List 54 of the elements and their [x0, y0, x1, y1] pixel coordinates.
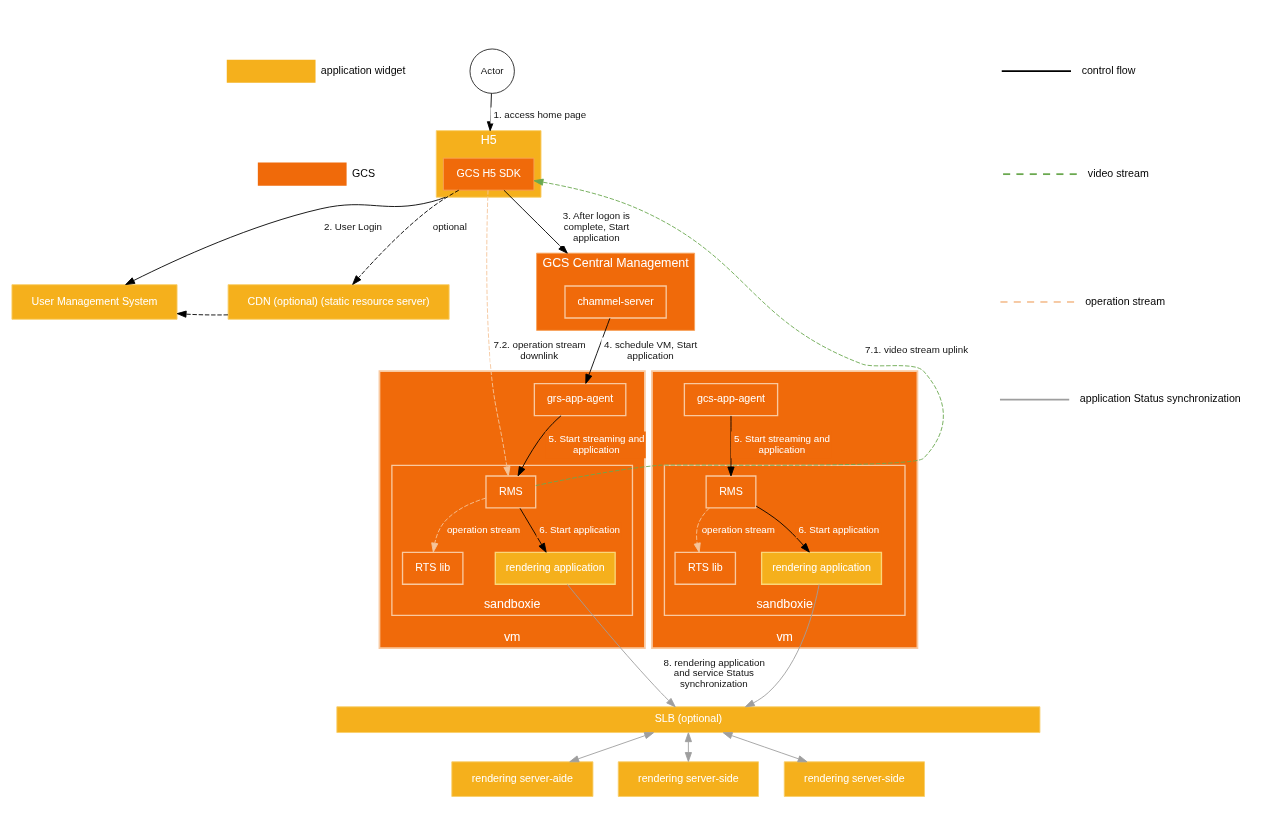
node-box: gcs-app-agent [683, 382, 779, 416]
node-box: User Management System [11, 283, 178, 320]
edge-label: 6. Start application [539, 523, 621, 535]
node-box: CDN (optional) (static resource server) [227, 283, 450, 320]
arrow [567, 583, 676, 707]
edge-label: 6. Start application [798, 523, 880, 535]
edge-label: operation stream [446, 523, 521, 535]
arrow [744, 583, 820, 707]
arrow [727, 414, 735, 476]
node-box: rendering server-side [783, 760, 925, 797]
node-box: GCS H5 SDK [442, 157, 535, 191]
arrow [585, 317, 611, 384]
edge-label: 3. After logon is complete, Start application [562, 209, 630, 243]
node-box: SLB (optional) [336, 705, 1041, 733]
edge-label: 2. User Login [323, 220, 382, 232]
arrow [352, 189, 460, 285]
edge-label: operation stream [701, 523, 775, 535]
arrow [722, 731, 808, 762]
node-box: rendering application [760, 551, 883, 585]
node-circle: Actor [469, 48, 515, 94]
legend-label: application widget [320, 63, 406, 76]
node-box: RMS [485, 474, 537, 509]
arrow [176, 310, 229, 318]
arrow [569, 731, 655, 762]
edge-label: optional [432, 220, 467, 232]
legend-label: application Status synchronization [1079, 391, 1241, 404]
legend-label: operation stream [1085, 294, 1166, 307]
edge-label: 7.1. video stream uplink [865, 343, 969, 355]
node-box: chammel-server [564, 284, 667, 319]
node-box: grs-app-agent [533, 382, 627, 416]
arrow [693, 507, 710, 553]
edge-label: 5. Start streaming and application [734, 432, 831, 455]
node-box: rendering application [494, 551, 616, 585]
edge-label: 7.2. operation stream downlink [493, 338, 586, 361]
arrow [486, 189, 511, 476]
arrow [125, 196, 447, 285]
node-box: RMS [705, 474, 757, 509]
node-box: RTS lib [401, 551, 464, 585]
edge-label: 8. rendering application and service Status synchronization [663, 656, 765, 689]
edge-label: 4. schedule VM, Start application [604, 338, 698, 361]
arrow [684, 731, 692, 762]
legend-label: GCS [351, 166, 375, 179]
node-box: RTS lib [674, 551, 737, 585]
arrow [755, 505, 810, 553]
arrow [519, 507, 547, 553]
node-box: rendering server-aide [451, 760, 594, 797]
legend-label: control flow [1081, 63, 1136, 76]
edge-label: 5. Start streaming and application [548, 432, 645, 455]
edge-label: 1. access home page [493, 108, 587, 120]
arrow [517, 414, 562, 476]
node-box: rendering server-side [617, 760, 759, 797]
legend-label: video stream [1087, 166, 1149, 179]
arrow [431, 497, 487, 552]
arrow [503, 189, 568, 254]
